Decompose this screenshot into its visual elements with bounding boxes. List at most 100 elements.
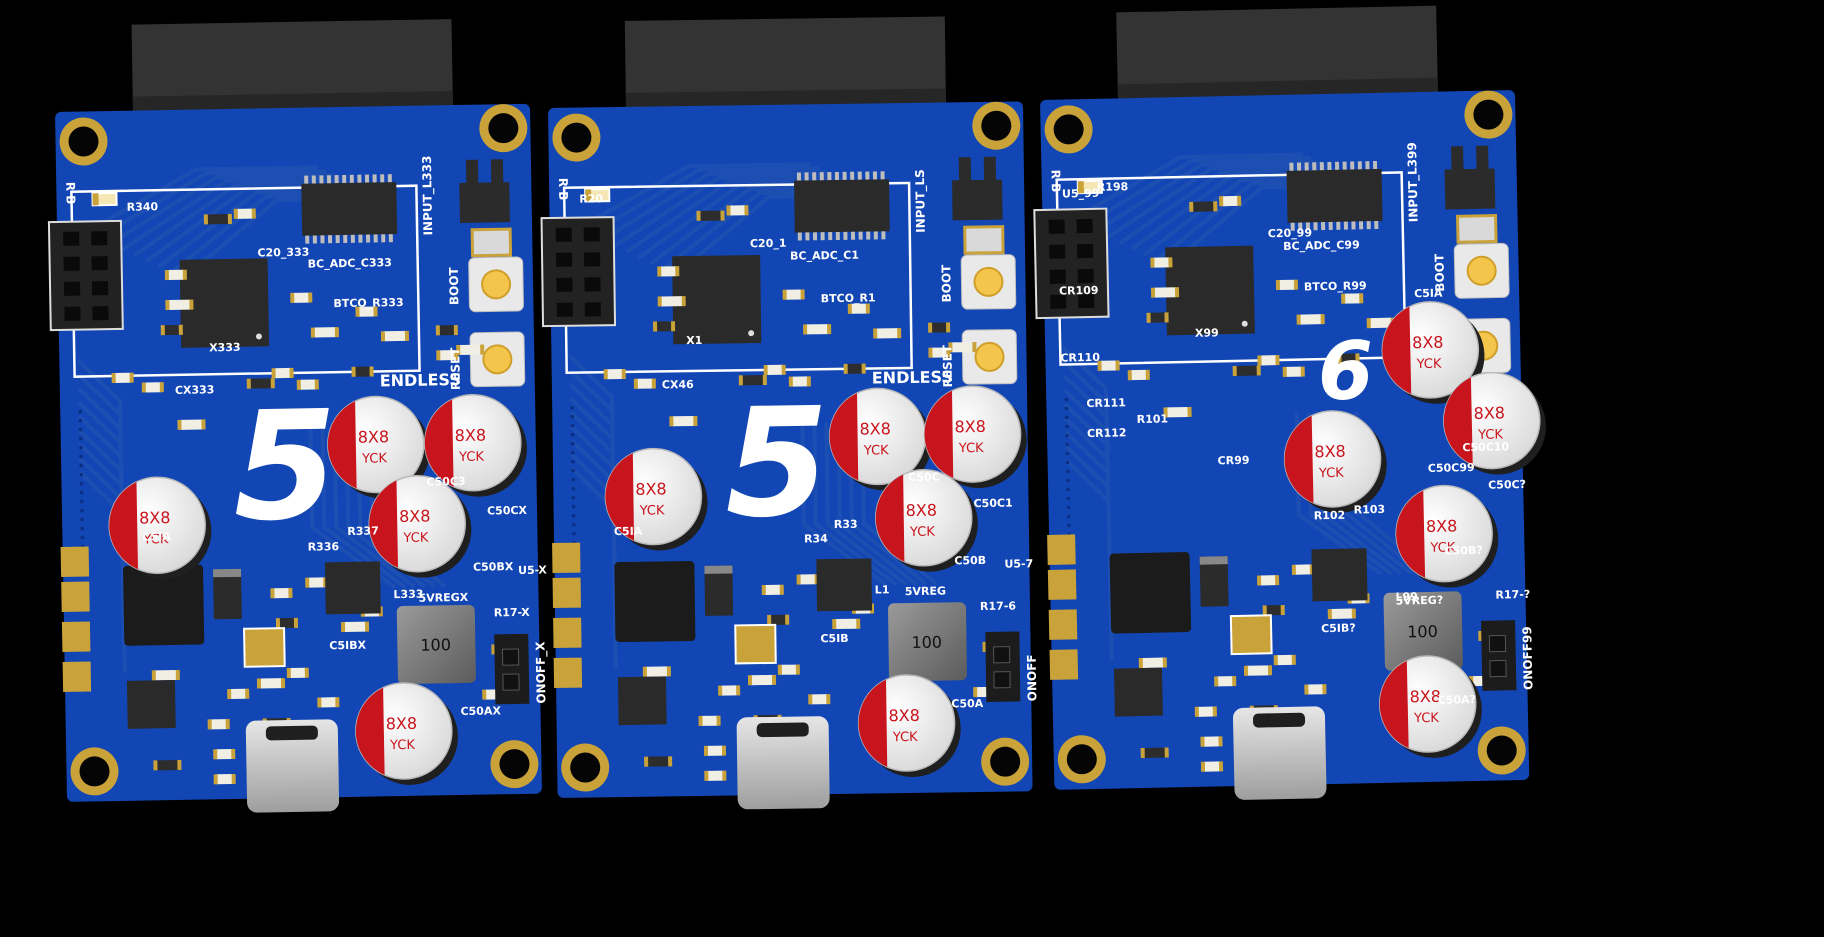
smd-component (210, 719, 227, 730)
silk-label: U5-X (518, 563, 547, 577)
silk-label: CR99 (1217, 454, 1249, 468)
smd-component (358, 306, 375, 317)
smd-pad (364, 621, 370, 632)
chip-pin (334, 175, 339, 184)
smd-pad (141, 382, 146, 393)
smd-pad (1127, 370, 1132, 381)
smd-component (1203, 761, 1221, 772)
silk-label: BC_ADC_C1 (790, 249, 859, 263)
chip-pin (842, 171, 847, 180)
smd-pad (153, 760, 158, 771)
chip-pin (1342, 161, 1347, 170)
via (570, 432, 575, 437)
chip-pin (865, 171, 870, 180)
smd-component (1307, 684, 1324, 695)
connector-socket (1049, 244, 1066, 259)
smd-pad (1282, 366, 1287, 377)
pin-header (131, 19, 453, 113)
smd-pad (1219, 196, 1224, 207)
smd-pad (897, 328, 902, 339)
smd-pad (111, 372, 116, 384)
chip-pin (843, 231, 848, 240)
smd-pad (175, 669, 180, 680)
smd-pad (1150, 287, 1156, 298)
smd-pad (314, 379, 319, 390)
chip-pin (835, 231, 840, 240)
chip-pin (1359, 221, 1364, 230)
smd-pad (726, 205, 731, 216)
chip-pin (1305, 222, 1310, 231)
reset-button-cap (482, 344, 513, 375)
board-title: ENDLESS (380, 370, 461, 390)
smd-pad (1337, 353, 1342, 364)
capacitor-value: 8X8 (906, 501, 938, 520)
smd-pad (747, 675, 753, 686)
smd-pad (178, 324, 183, 335)
usb-c-opening (265, 725, 318, 741)
smd-pad (231, 773, 236, 785)
chip-pin (834, 171, 840, 180)
edge-pad (1048, 609, 1078, 640)
smd-pad (1327, 609, 1332, 620)
silk-label: C50C3 (426, 475, 465, 489)
connector-socket (92, 306, 109, 321)
silk-label: R198 (1097, 180, 1129, 194)
smd-component (1265, 605, 1282, 616)
capacitor-polarity-band (1443, 377, 1473, 465)
trace (824, 422, 907, 586)
smd-fuse (963, 225, 1005, 255)
smd-pad (310, 327, 315, 338)
smd-pad (233, 208, 238, 219)
connector-2x4 (47, 219, 124, 332)
smd-component (799, 574, 816, 585)
capacitor-brand: YCK (1477, 427, 1504, 443)
diode-band (704, 565, 733, 574)
silk-label: C50C (908, 471, 940, 484)
smd-component (274, 367, 291, 379)
via (80, 508, 84, 513)
switch-slot (993, 671, 1011, 689)
pcb-board-1: 10058X8YCK8X8YCK8X8YCK8X8YCK8X8YCKENDLES… (47, 19, 549, 813)
edge-pad (61, 581, 90, 612)
smd-component (439, 350, 456, 361)
smd-cap-large (1229, 614, 1273, 656)
smd-component (811, 694, 828, 705)
via (1065, 460, 1070, 465)
silk-label: C50C? (1488, 478, 1526, 492)
chip-pin (1328, 221, 1333, 230)
smd-component (114, 372, 131, 383)
connector-socket (64, 306, 81, 321)
smd-pad (928, 347, 933, 358)
mounting-hole-center (79, 756, 110, 787)
regulator-tab (490, 159, 504, 184)
chip-pin (812, 232, 818, 241)
capacitor-brand: YCK (1415, 357, 1442, 373)
silk-label: R337 (347, 524, 379, 538)
smd-pad (666, 666, 671, 677)
smd-pad (847, 303, 852, 314)
chip-pin (1290, 222, 1295, 231)
chip-pin (320, 235, 325, 244)
smd-fuse (470, 227, 513, 258)
buck-chip (1311, 548, 1368, 602)
smd-pad (704, 770, 709, 781)
onoff-switch (985, 631, 1021, 702)
smd-pad (788, 376, 793, 387)
smd-pad (703, 745, 709, 756)
smd-pad (317, 697, 322, 708)
chip-pin (1319, 162, 1324, 171)
smd-component (273, 587, 290, 599)
smd-pad (1174, 287, 1180, 298)
smd-pad (948, 342, 953, 353)
silk-label: BTCO_R99 (1304, 279, 1367, 293)
connector-socket (63, 256, 80, 271)
smd-pad (369, 366, 374, 377)
smd-pad (771, 674, 777, 685)
chip-pin (1304, 162, 1309, 171)
via (1066, 496, 1071, 501)
mounting-hole-center (1066, 744, 1097, 775)
smd-pad (657, 266, 662, 277)
